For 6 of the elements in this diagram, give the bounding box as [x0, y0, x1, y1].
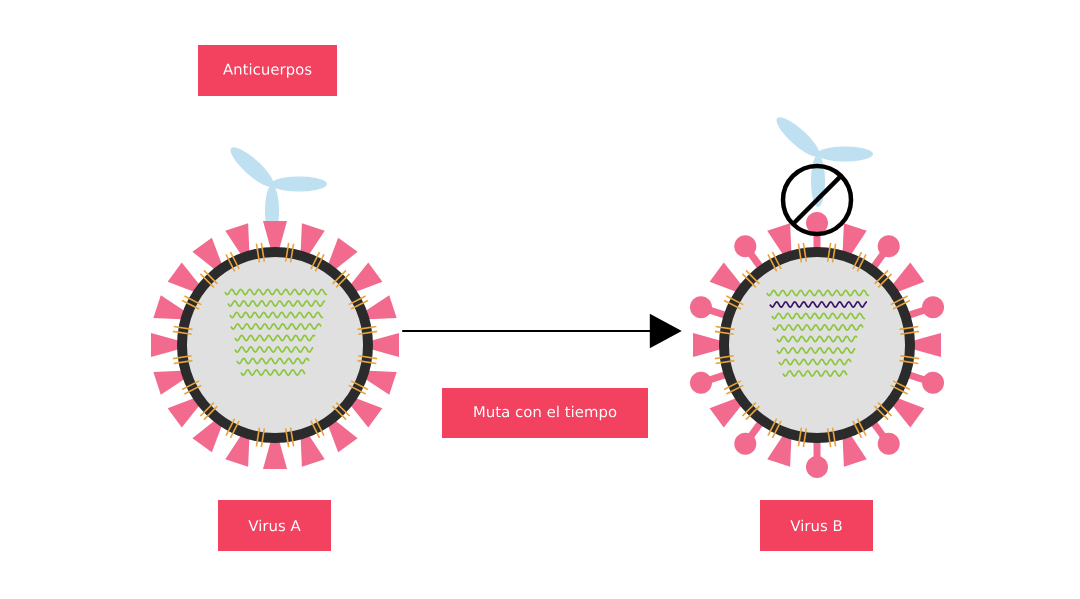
label-box: Muta con el tiempo [442, 388, 648, 438]
virus-drawing [151, 147, 399, 469]
virus-drawing [690, 117, 945, 478]
label-box: Virus B [760, 500, 873, 551]
label-box: Anticuerpos [198, 45, 337, 96]
label-box: Virus A [218, 500, 331, 551]
